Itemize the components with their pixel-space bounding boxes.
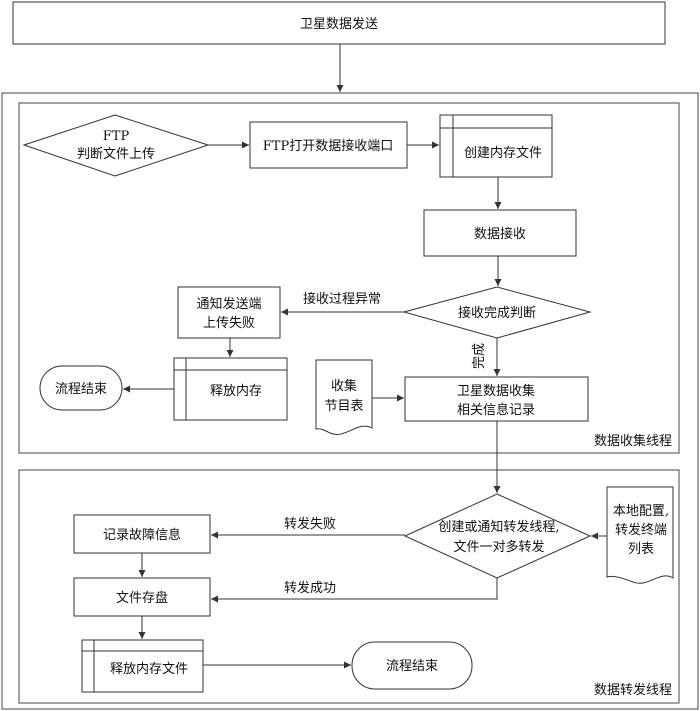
release-memory-box [173, 357, 288, 421]
receive-complete-diamond [402, 286, 592, 339]
ftp-decision-diamond [22, 114, 210, 177]
create-mem-file-box [439, 114, 553, 178]
collect-section-frame [18, 102, 680, 454]
release-memory-label: 释放内存 [210, 383, 262, 399]
edge-forward-success [211, 578, 498, 603]
edge-label-complete: 完成 [472, 343, 487, 369]
edge-label-receive-error: 接收过程异常 [303, 291, 381, 307]
end-forward-terminator [351, 641, 473, 690]
local-config-line3: 列表 [628, 542, 654, 557]
ftp-decision-line2: 判断文件上传 [77, 147, 155, 162]
file-save-label: 文件存盘 [116, 590, 168, 606]
create-mem-file-label: 创建内存文件 [464, 145, 542, 161]
release-mem-file-label: 释放内存文件 [110, 661, 188, 677]
data-receive-box [423, 209, 577, 257]
ftp-open-port-label: FTP打开数据接收端口 [263, 138, 393, 154]
collect-record-box [404, 376, 589, 422]
outer-frame [1, 92, 699, 710]
notify-sender-fail-line1: 通知发送端 [196, 296, 261, 312]
forward-decision-line2: 文件一对多转发 [453, 539, 544, 555]
edge-label-forward-fail: 转发失败 [284, 516, 336, 532]
data-receive-label: 数据接收 [474, 226, 526, 242]
notify-sender-fail-line2: 上传失败 [203, 316, 255, 331]
collect-record-line1: 卫星数据收集 [457, 383, 535, 399]
receive-complete-label: 接收完成判断 [458, 305, 536, 321]
collect-section-label: 数据收集线程 [594, 433, 672, 449]
local-config-line1: 本地配置, [613, 504, 669, 519]
file-save-box [73, 577, 211, 617]
ftp-decision-line1: FTP [103, 129, 130, 144]
end-collect-terminator [39, 365, 123, 411]
end-forward-label: 流程结束 [386, 659, 438, 674]
local-config-document [606, 486, 674, 584]
notify-sender-fail-box [177, 286, 281, 339]
program-table-line2: 节目表 [324, 399, 363, 414]
forward-decision-diamond [403, 493, 592, 579]
collect-record-line2: 相关信息记录 [457, 402, 535, 418]
forward-section-frame [18, 469, 680, 704]
satellite-send-box [12, 1, 666, 45]
forward-decision-line1: 创建或通知转发线程, [438, 519, 559, 535]
forward-section-label: 数据转发线程 [594, 682, 672, 698]
record-fault-box [73, 514, 211, 554]
local-config-line2: 转发终端 [615, 522, 667, 538]
end-collect-label: 流程结束 [55, 382, 107, 397]
ftp-open-port-box [249, 121, 408, 169]
satellite-send-label: 卫星数据发送 [300, 16, 378, 32]
release-mem-file-box [81, 639, 204, 693]
record-fault-label: 记录故障信息 [103, 527, 181, 543]
program-table-line1: 收集 [331, 378, 357, 394]
program-table-document [315, 359, 373, 435]
edge-label-forward-success: 转发成功 [284, 580, 336, 596]
